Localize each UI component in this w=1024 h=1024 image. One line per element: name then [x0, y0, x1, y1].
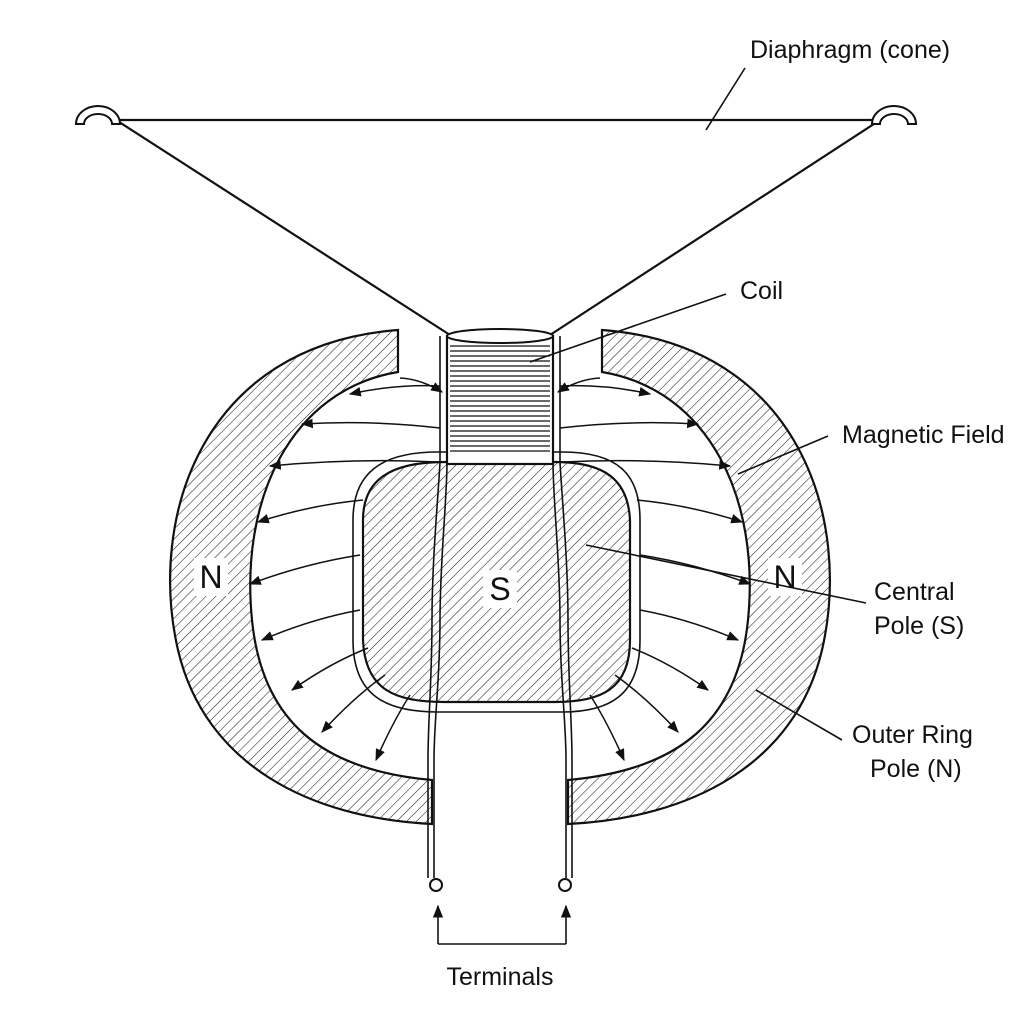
- field-arrow: [639, 609, 740, 641]
- leader-lines: [529, 67, 867, 741]
- field-arrow: [559, 384, 652, 397]
- field-arrow: [321, 674, 386, 733]
- outer-ring-pole: [169, 328, 831, 826]
- field-arrow: [556, 377, 601, 393]
- field-arrow: [260, 609, 361, 641]
- field-arrow: [399, 377, 444, 393]
- label-central-pole-line1: Central: [874, 578, 955, 606]
- pole-label-right: N: [773, 559, 796, 595]
- field-arrow: [248, 554, 361, 585]
- pole-label-left: N: [199, 559, 222, 595]
- label-magnetic-field: Magnetic Field: [842, 421, 1005, 449]
- field-arrow: [348, 384, 441, 397]
- label-outer-ring-line2: Pole (N): [870, 755, 962, 783]
- field-arrow: [589, 694, 625, 762]
- field-arrow: [636, 499, 744, 524]
- diaphragm-cone: [74, 105, 918, 336]
- field-arrow: [614, 674, 679, 733]
- label-central-pole-line2: Pole (S): [874, 612, 964, 640]
- terminal-right: [558, 878, 572, 892]
- central-pole-outline: [352, 451, 641, 713]
- label-terminals: Terminals: [447, 963, 554, 991]
- magnetic-field-lines: [248, 377, 752, 762]
- field-arrow: [561, 459, 732, 470]
- terminals-bracket: [432, 904, 572, 945]
- pole-label-center: S: [489, 571, 510, 607]
- field-arrow: [300, 418, 441, 429]
- label-coil: Coil: [740, 277, 783, 305]
- terminal-left: [429, 878, 443, 892]
- field-arrow: [639, 554, 752, 585]
- surround-left: [74, 105, 122, 125]
- voice-coil: [445, 328, 555, 466]
- field-arrow: [256, 499, 364, 524]
- surround-right: [870, 105, 918, 125]
- field-arrow: [375, 694, 411, 762]
- field-arrow: [559, 418, 700, 429]
- coil-wires: [427, 336, 573, 892]
- field-arrow: [268, 459, 439, 470]
- label-outer-ring-line1: Outer Ring: [852, 721, 973, 749]
- field-arrow: [631, 647, 709, 691]
- label-diaphragm: Diaphragm (cone): [750, 36, 950, 64]
- field-arrow: [291, 647, 369, 691]
